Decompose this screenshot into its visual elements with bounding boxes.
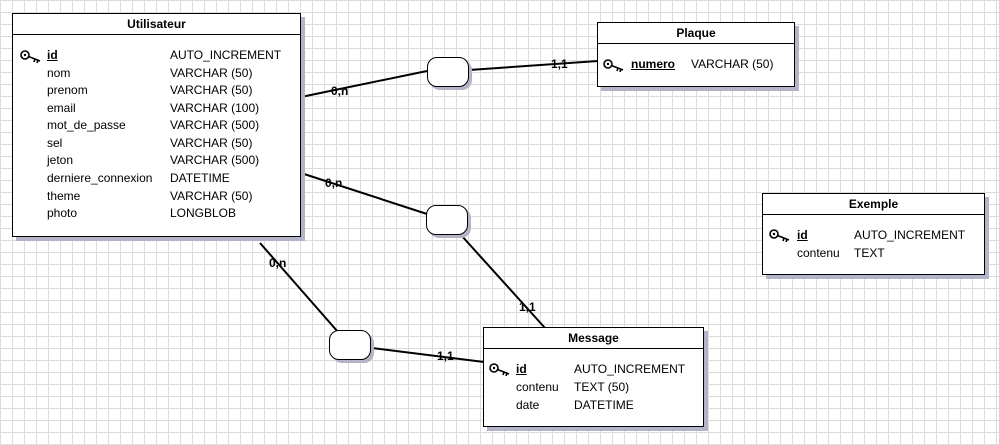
attr-type: DATETIME [574, 398, 634, 412]
attr-type: VARCHAR (50) [170, 189, 253, 203]
entity-message[interactable]: Message id AUTO_INCREMENT contenu TEXT (… [483, 327, 704, 427]
attr-name: prenom [47, 83, 88, 97]
attr-name: nom [47, 66, 71, 80]
entity-title: Plaque [598, 23, 794, 44]
attr-type: VARCHAR (500) [170, 118, 260, 132]
attr-type: LONGBLOB [170, 206, 237, 220]
attr-name: email [47, 101, 76, 115]
entity-title: Exemple [763, 194, 984, 215]
attr-name: derniere_connexion [47, 171, 153, 185]
entity-plaque[interactable]: Plaque numero VARCHAR (50) [597, 22, 795, 87]
cardinality-label: 0,n [331, 84, 349, 98]
attr-name: mot_de_passe [47, 118, 126, 132]
attr-name: theme [47, 189, 81, 203]
attr-type: AUTO_INCREMENT [574, 362, 686, 376]
cardinality-label: 0,n [269, 256, 287, 270]
cardinality-label: 1,1 [551, 57, 568, 71]
attr-type: VARCHAR (50) [170, 136, 253, 150]
cardinality-label: 1,1 [519, 300, 536, 314]
cardinality-label: 0,n [325, 176, 343, 190]
attr-name: id [516, 362, 527, 376]
attr-name: jeton [47, 153, 74, 167]
key-icon [769, 229, 790, 242]
entity-title: Utilisateur [13, 14, 300, 35]
link-assoc1-plaque [468, 60, 599, 71]
link-utilisateur-assoc1 [300, 70, 428, 98]
key-icon [489, 363, 510, 376]
attr-type: VARCHAR (50) [170, 83, 253, 97]
key-icon [20, 50, 41, 63]
attr-name: contenu [797, 246, 840, 260]
entity-exemple[interactable]: Exemple id AUTO_INCREMENT contenu TEXT [762, 193, 985, 275]
attr-type: VARCHAR (50) [691, 57, 774, 71]
attr-name: photo [47, 206, 78, 220]
attr-type: TEXT [854, 246, 885, 260]
link-utilisateur-assoc2 [300, 172, 428, 215]
attr-name: id [47, 48, 58, 62]
entity-title: Message [484, 328, 703, 349]
attr-name: sel [47, 136, 63, 150]
association-utilisateur-message-2[interactable] [329, 330, 371, 360]
cardinality-label: 1,1 [437, 349, 454, 363]
attr-type: VARCHAR (50) [170, 66, 253, 80]
attr-type: VARCHAR (100) [170, 101, 260, 115]
attr-name: contenu [516, 380, 559, 394]
link-assoc3-message [371, 347, 485, 363]
attr-type: TEXT (50) [574, 380, 630, 394]
attr-type: VARCHAR (500) [170, 153, 260, 167]
attr-type: AUTO_INCREMENT [170, 48, 282, 62]
key-icon [603, 59, 624, 72]
entity-utilisateur[interactable]: Utilisateur id AUTO_INCREMENT nom VARCHA… [12, 13, 301, 237]
link-utilisateur-assoc3 [259, 242, 339, 333]
attr-type: DATETIME [170, 171, 230, 185]
attr-name: date [516, 398, 540, 412]
attr-type: AUTO_INCREMENT [854, 228, 966, 242]
link-assoc2-message [460, 234, 546, 329]
association-utilisateur-plaque[interactable] [427, 57, 469, 87]
attr-name: numero [631, 57, 676, 71]
attr-name: id [797, 228, 808, 242]
association-utilisateur-message-1[interactable] [426, 205, 468, 235]
